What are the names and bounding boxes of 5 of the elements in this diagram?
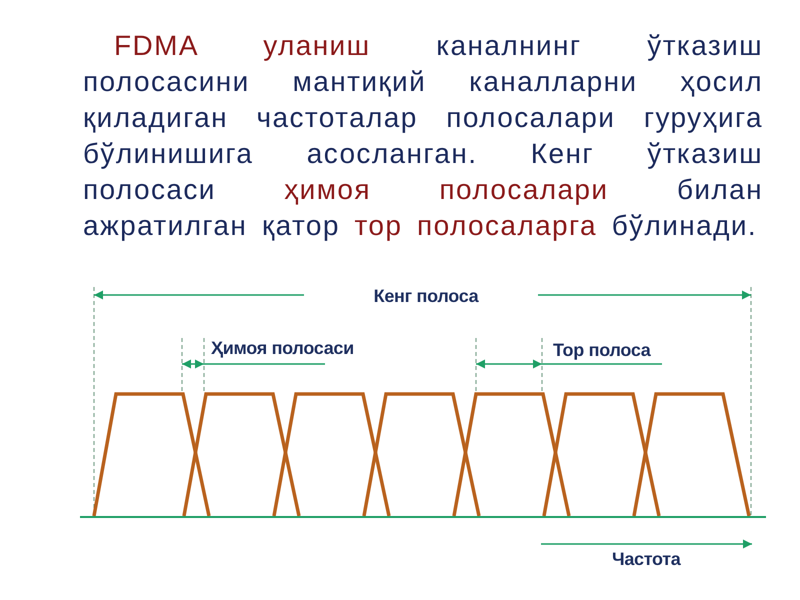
dimension-label: Частота <box>612 548 681 570</box>
dimension-label: Кенг полоса <box>374 285 478 307</box>
dimension-label: Тор полоса <box>553 339 650 361</box>
paragraph: FDMA уланиш каналнинг ўтказиш полосасини мантиқий каналларни ҳосил қиладиган частоталар полосалари гуруҳига бўлинишига асосланган. Кенг ўтказиш полосаси ҳимоя полосалари билан ажратилган қатор тор полосаларга бўлинади. <box>83 29 763 243</box>
dimension-label: Ҳимоя полосаси <box>211 337 354 359</box>
